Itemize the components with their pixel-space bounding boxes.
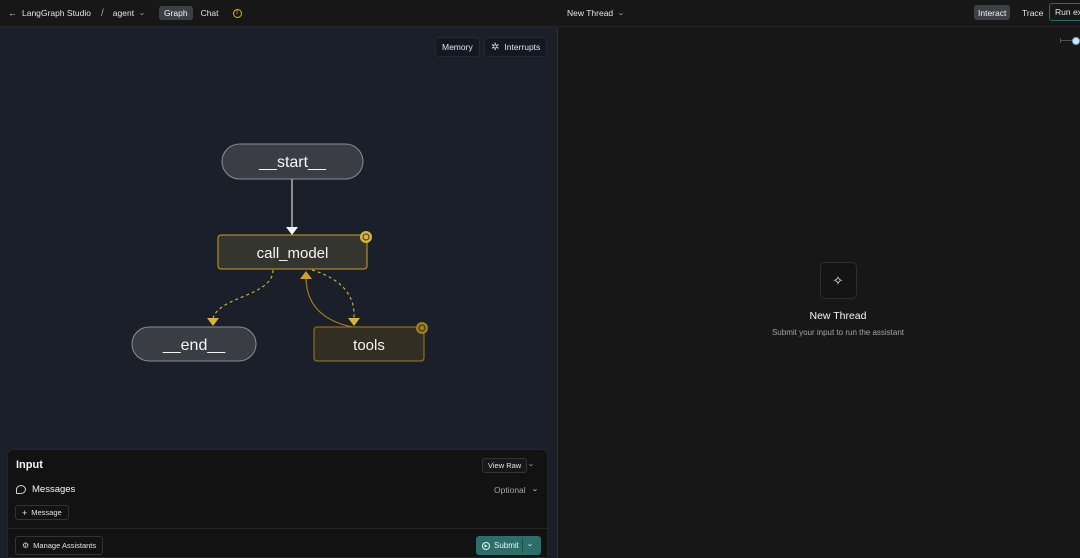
chevron-down-icon[interactable]: ⌄ <box>531 486 539 493</box>
plus-icon: + <box>22 507 28 518</box>
submit-button[interactable]: ▶ Submit ⌄ <box>476 536 541 555</box>
thread-selector-label: New Thread <box>567 8 614 18</box>
node-end-label: __end__ <box>162 337 226 354</box>
graph-selector[interactable]: agent ⌄ <box>112 8 146 18</box>
memory-button-label: Memory <box>442 42 473 52</box>
thread-topbar: New Thread ⌄ Interact Trace Run exp <box>559 0 1080 27</box>
optional-label: Optional <box>494 485 526 495</box>
chevron-down-icon[interactable]: ⌄ <box>526 541 534 548</box>
back-arrow-icon[interactable]: ← <box>8 8 17 18</box>
slider-track <box>1060 40 1075 41</box>
app-name[interactable]: LangGraph Studio <box>22 8 91 18</box>
node-call-model[interactable]: call_model <box>217 231 372 270</box>
memory-button[interactable]: Memory <box>435 37 480 57</box>
run-experiment-button[interactable]: Run exp <box>1049 3 1080 21</box>
divider <box>522 538 523 553</box>
edge-start-call-model <box>286 179 298 235</box>
messages-field-label: Messages <box>16 484 75 495</box>
tab-chat[interactable]: Chat <box>200 8 219 18</box>
node-tools-label: tools <box>353 337 385 354</box>
graph-topbar: ← LangGraph Studio / agent ⌄ Graph Chat … <box>0 0 558 27</box>
empty-state-subtitle: Submit your input to run the assistant <box>771 328 905 337</box>
view-raw-button[interactable]: View Raw <box>482 458 528 473</box>
edge-call-model-end <box>207 269 274 326</box>
tab-trace[interactable]: Trace <box>1022 7 1044 18</box>
edge-tools-call-model <box>300 271 353 328</box>
manage-assistants-label: Manage Assistants <box>33 541 97 550</box>
add-message-label: Message <box>31 508 62 517</box>
graph-pane: ← LangGraph Studio / agent ⌄ Graph Chat … <box>0 0 558 558</box>
sparkle-icon: ✧ <box>819 262 857 299</box>
message-bubble-icon <box>16 485 26 494</box>
thread-selector[interactable]: New Thread ⌄ <box>567 8 625 18</box>
submit-label: Submit <box>494 541 519 550</box>
empty-state-title: New Thread <box>809 310 867 322</box>
breadcrumb-separator: / <box>101 7 104 19</box>
play-icon: ▶ <box>482 541 490 550</box>
interrupts-button[interactable]: ✲ Interrupts <box>484 37 548 57</box>
slider-control[interactable] <box>1060 37 1080 45</box>
node-tools[interactable]: tools <box>313 322 428 362</box>
graph-selector-label: agent <box>112 8 135 18</box>
node-end[interactable]: __end__ <box>131 326 257 362</box>
divider <box>8 528 547 529</box>
gear-icon: ⚙ <box>22 541 30 550</box>
node-call-model-breakpoint-icon[interactable] <box>360 231 372 243</box>
node-start-label: __start__ <box>258 154 327 171</box>
interrupts-button-label: Interrupts <box>504 42 541 52</box>
messages-label: Messages <box>32 484 76 495</box>
tab-graph[interactable]: Graph <box>158 6 193 20</box>
edge-call-model-tools <box>311 269 360 326</box>
input-panel: Input View Raw ⌄ Messages Optional ⌄ + M… <box>7 449 548 558</box>
chevron-down-icon: ⌄ <box>138 10 146 17</box>
add-message-button[interactable]: + Message <box>15 505 69 520</box>
slider-knob[interactable] <box>1072 37 1080 45</box>
node-start[interactable]: __start__ <box>221 143 364 180</box>
chevron-down-icon[interactable]: ⌄ <box>527 461 535 468</box>
empty-state: ✧ New Thread Submit your input to run th… <box>559 262 1080 337</box>
tab-interact[interactable]: Interact <box>974 5 1011 20</box>
graph-canvas: __start__ call_model __end__ tools <box>131 143 428 362</box>
bug-icon: ✲ <box>491 41 500 53</box>
chevron-down-icon: ⌄ <box>617 10 625 17</box>
node-call-model-label: call_model <box>257 245 329 262</box>
manage-assistants-button[interactable]: ⚙ Manage Assistants <box>15 536 104 555</box>
input-title: Input <box>16 459 43 471</box>
info-icon[interactable]: ! <box>232 8 242 18</box>
node-tools-breakpoint-icon[interactable] <box>416 322 428 334</box>
